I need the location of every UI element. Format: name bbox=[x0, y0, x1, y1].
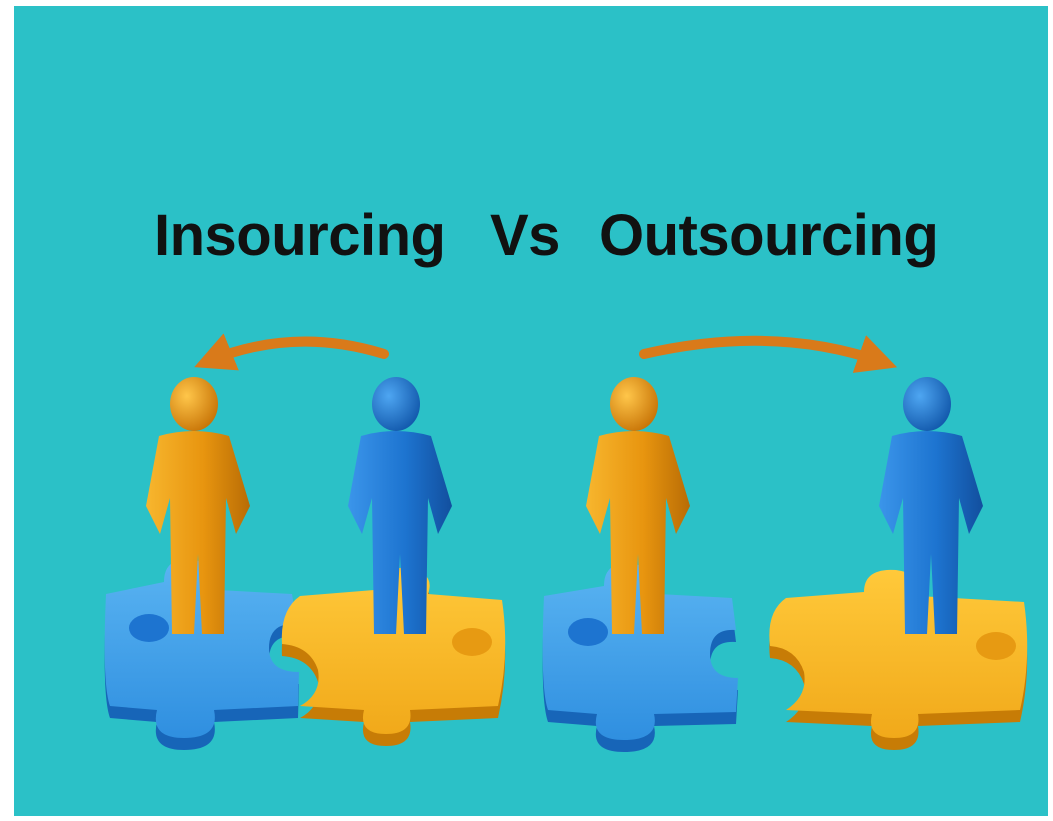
orange-puzzle-piece-right bbox=[281, 567, 506, 746]
title-vs: Vs bbox=[490, 203, 560, 268]
title: Insourcing Vs Outsourcing bbox=[14, 196, 1048, 276]
orange-puzzle-piece bbox=[769, 569, 1028, 750]
illustration-panel: Insourcing Vs Outsourcing bbox=[14, 6, 1048, 816]
insourcing-group bbox=[104, 333, 506, 750]
orange-person-figure bbox=[146, 377, 250, 634]
title-outsourcing: Outsourcing bbox=[599, 203, 939, 268]
blue-person-figure bbox=[348, 377, 452, 634]
blue-puzzle-piece bbox=[542, 563, 738, 752]
insourcing-arrow bbox=[194, 333, 389, 371]
blue-puzzle-piece-left bbox=[104, 559, 300, 750]
title-insourcing: Insourcing bbox=[154, 203, 446, 268]
outsourcing-group bbox=[542, 335, 1028, 752]
outsourcing-arrow bbox=[639, 335, 898, 373]
illustration-art bbox=[104, 333, 1028, 752]
blue-person-figure bbox=[879, 377, 983, 634]
orange-person-figure bbox=[586, 377, 690, 634]
